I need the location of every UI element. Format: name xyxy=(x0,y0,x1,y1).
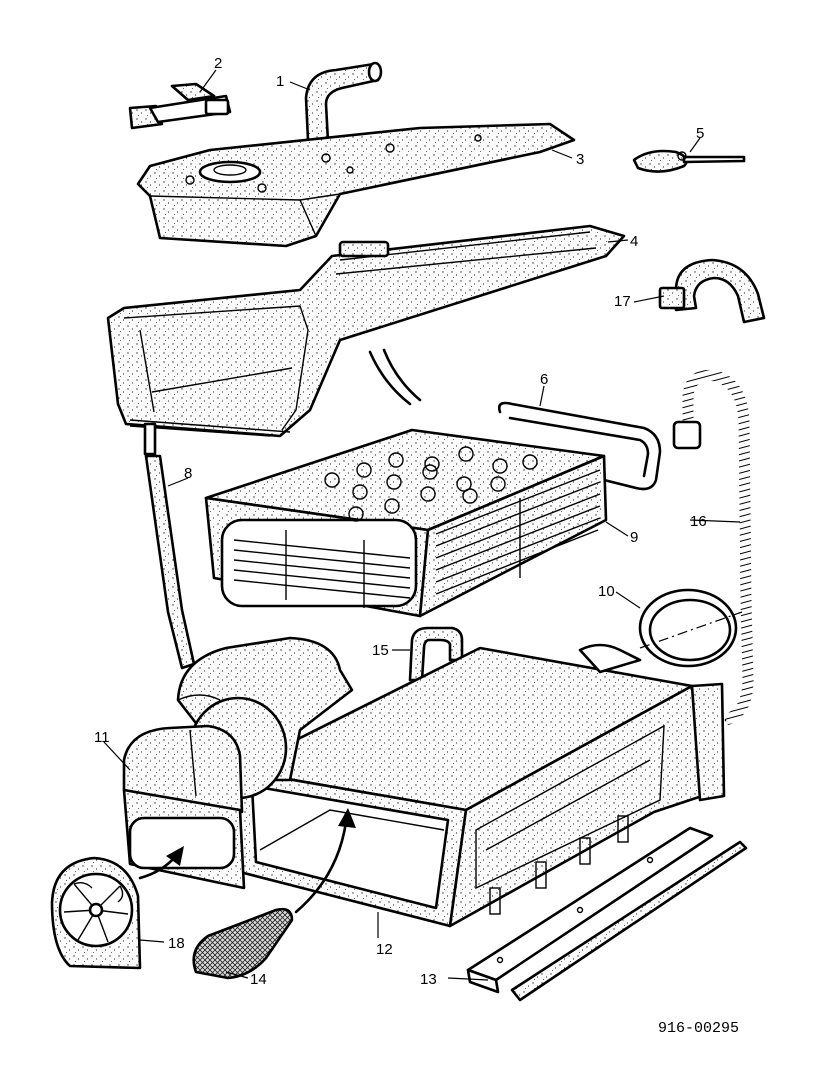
part-13-base-plate xyxy=(466,826,748,1002)
callout-15: 15 xyxy=(372,642,389,659)
part-6-gasket xyxy=(497,401,662,491)
part-4-upper-tray xyxy=(106,224,626,438)
callout-3: 3 xyxy=(576,151,584,168)
callout-11: 11 xyxy=(94,729,110,746)
part-18-fan-wheel xyxy=(50,856,142,970)
part-5-sensor-probe xyxy=(632,149,746,173)
part-16-corrugated-hose xyxy=(672,369,754,726)
part-2-latch-bracket xyxy=(128,82,232,130)
part-1-top-hose xyxy=(304,61,383,144)
part-11-blower-housing xyxy=(122,636,354,890)
callout-2: 2 xyxy=(214,55,222,72)
alignment-line xyxy=(639,611,743,649)
callout-12: 12 xyxy=(376,941,393,958)
part-10-ring-clamp xyxy=(638,588,738,668)
part-14-mesh-filter xyxy=(192,907,294,980)
callout-8: 8 xyxy=(184,465,192,482)
part-12-base-housing xyxy=(234,643,726,928)
part-15-u-bracket xyxy=(408,626,464,682)
part-3-top-cover xyxy=(136,122,576,248)
callout-18: 18 xyxy=(168,935,185,952)
callout-6: 6 xyxy=(540,371,548,388)
document-number: 916-00295 xyxy=(658,1020,739,1037)
callout-1: 1 xyxy=(276,73,284,90)
airflow-arrow-left xyxy=(138,846,184,880)
callout-5: 5 xyxy=(696,125,704,142)
airflow-arrow-right xyxy=(294,808,356,914)
callout-4: 4 xyxy=(630,233,638,250)
callout-16: 16 xyxy=(690,513,707,530)
callout-14: 14 xyxy=(250,971,267,988)
callout-leaders xyxy=(103,69,741,981)
callout-10: 10 xyxy=(598,583,615,600)
callout-labels: 1 2 3 4 5 6 17 8 9 16 10 15 11 12 18 13 … xyxy=(94,55,707,988)
callout-17: 17 xyxy=(614,293,631,310)
callout-9: 9 xyxy=(630,529,638,546)
callout-13: 13 xyxy=(420,971,437,988)
part-17-saddle-clamp xyxy=(658,258,766,324)
part-9-filter-cassette xyxy=(204,428,608,618)
